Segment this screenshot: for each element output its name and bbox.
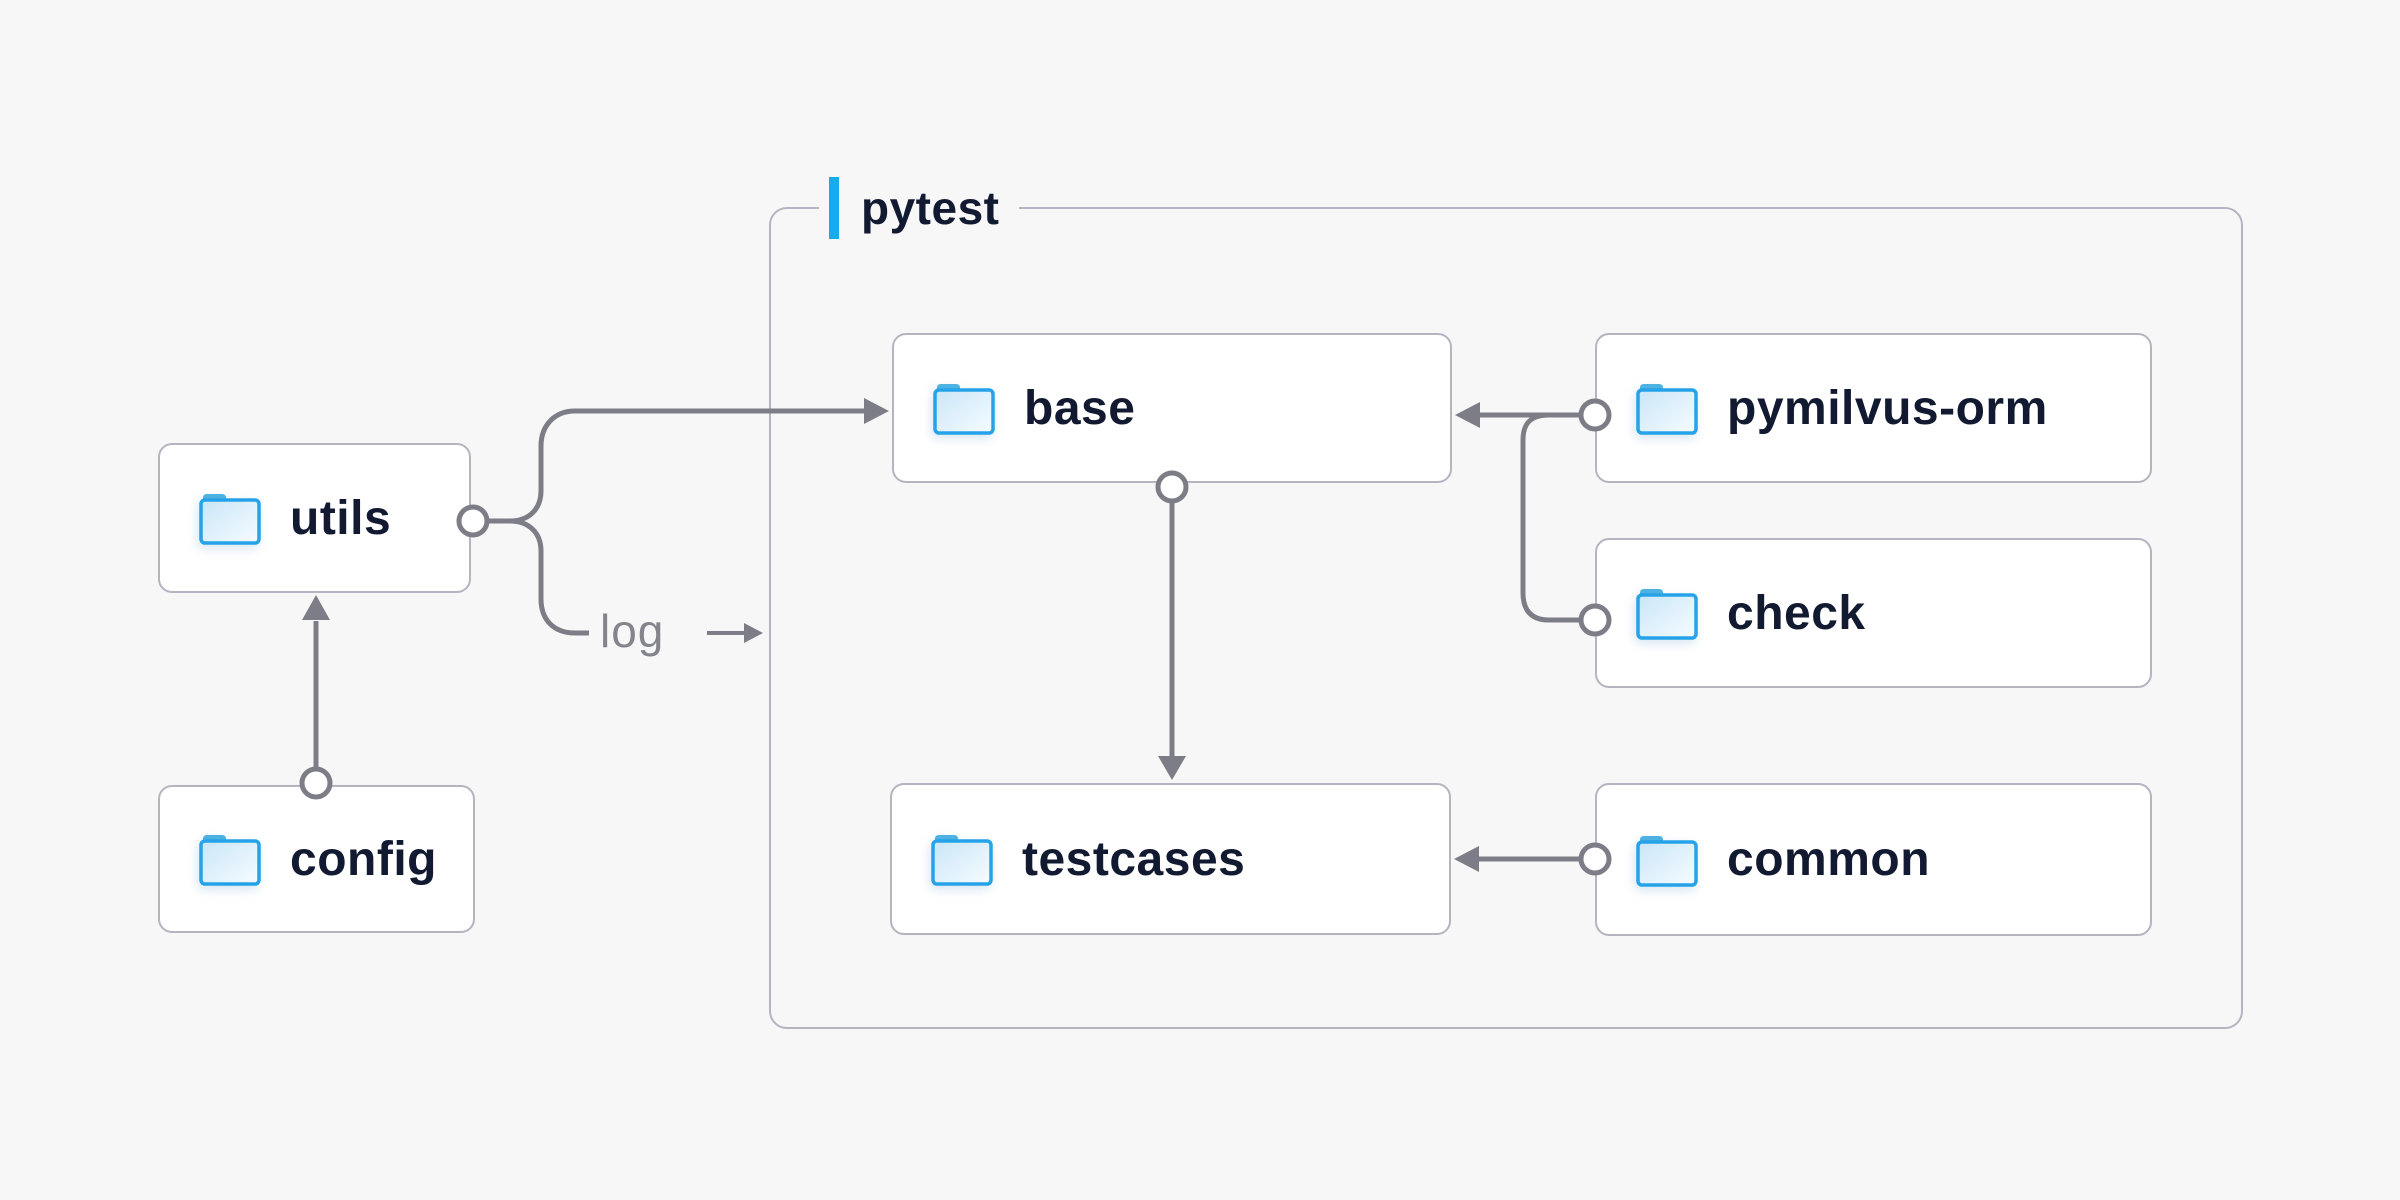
node-label: pymilvus-orm <box>1727 381 2048 435</box>
folder-icon <box>933 384 995 435</box>
group-title: pytest <box>861 182 1000 234</box>
node-check: check <box>1595 538 2152 688</box>
node-label: testcases <box>1022 832 1246 886</box>
node-utils: utils <box>158 443 471 593</box>
node-label: base <box>1024 381 1136 435</box>
arrowhead-log <box>744 623 763 643</box>
arrowhead-into-utils <box>302 595 330 620</box>
folder-icon <box>199 835 261 886</box>
group-pytest: pytest <box>769 176 2243 1029</box>
node-base: base <box>892 333 1452 483</box>
node-config: config <box>158 785 475 933</box>
edge-label-log: log <box>600 605 665 657</box>
folder-icon <box>1636 384 1698 435</box>
folder-icon <box>1636 589 1698 640</box>
node-testcases: testcases <box>890 783 1451 935</box>
node-pymilvus-orm: pymilvus-orm <box>1595 333 2152 483</box>
node-label: utils <box>290 491 392 545</box>
node-label: check <box>1727 586 1866 640</box>
edge-utils-log <box>487 518 589 636</box>
folder-icon <box>199 494 261 545</box>
node-label: common <box>1727 833 1931 886</box>
group-pytest-label: pytest <box>819 176 1020 240</box>
folder-icon <box>931 835 993 886</box>
node-common: common <box>1595 783 2152 936</box>
folder-icon <box>1636 835 1698 887</box>
node-label: config <box>290 832 437 886</box>
accent-bar <box>829 177 839 239</box>
